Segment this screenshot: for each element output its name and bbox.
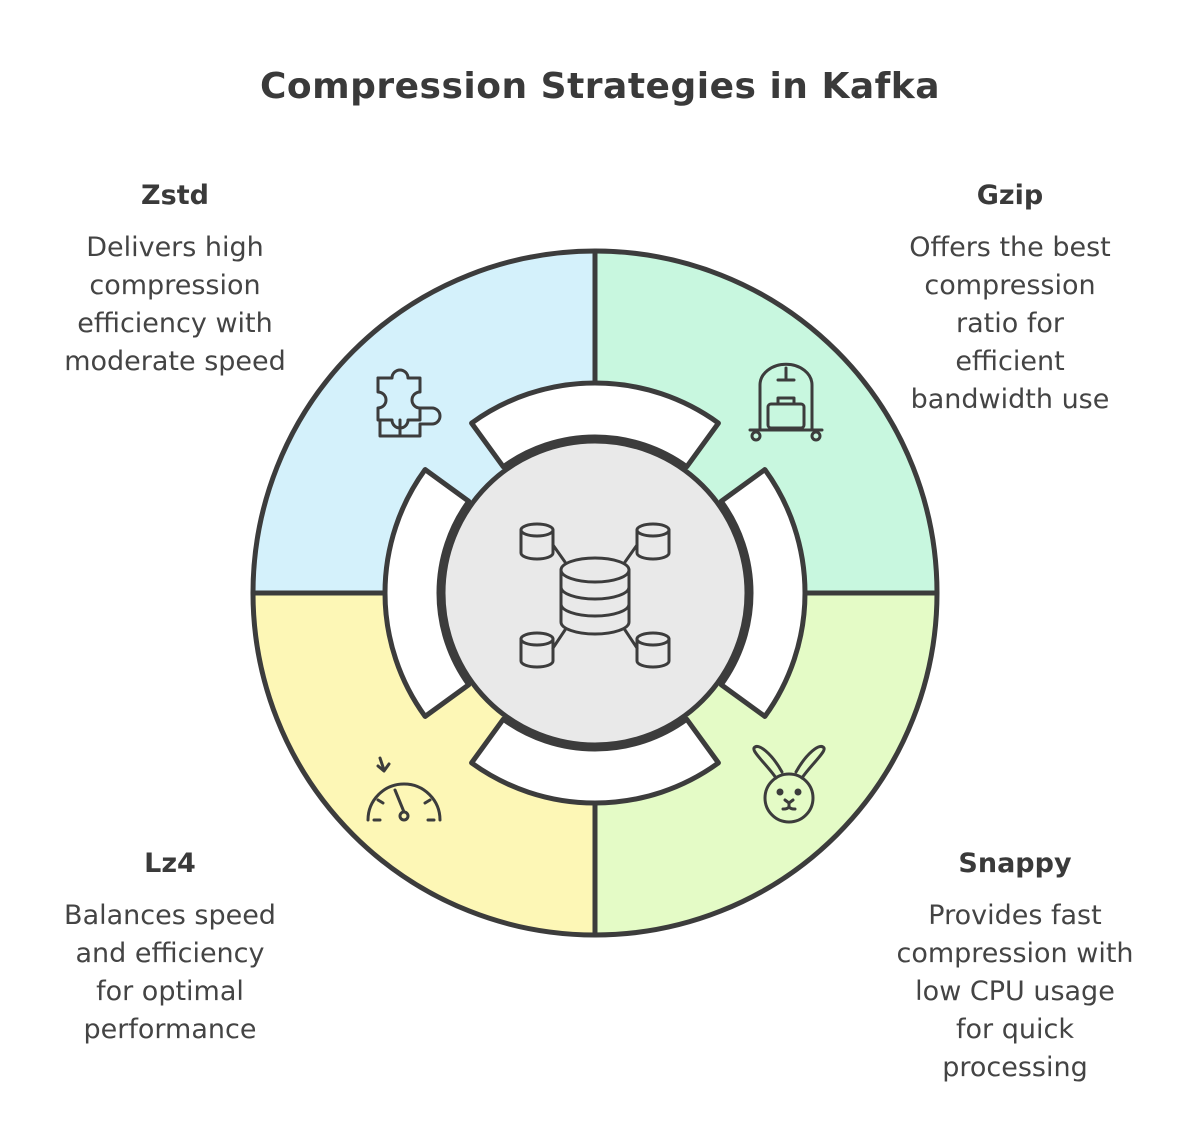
snappy-desc-line: processing <box>942 1052 1088 1083</box>
lz4-desc-line: for optimal <box>96 976 244 1007</box>
bracket-bottom <box>469 716 721 806</box>
label-lz4-title: Lz4 <box>144 848 196 879</box>
zstd-desc-line: efficiency with <box>77 308 273 339</box>
gzip-desc-line: bandwidth use <box>910 384 1110 415</box>
label-zstd-description: Delivers high compression efficiency wit… <box>40 229 310 381</box>
snappy-desc-line: compression with <box>896 938 1134 969</box>
bracket-right <box>718 467 808 719</box>
bracket-top <box>469 380 721 470</box>
snappy-desc-line: for quick <box>956 1014 1074 1045</box>
label-zstd: Zstd Delivers high compression efficienc… <box>40 180 310 381</box>
center-hub <box>440 438 750 748</box>
gzip-desc-line: ratio for <box>956 308 1064 339</box>
label-snappy-title: Snappy <box>958 848 1072 879</box>
zstd-desc-line: compression <box>89 270 261 301</box>
gzip-desc-line: compression <box>924 270 1096 301</box>
zstd-desc-line: moderate speed <box>64 346 286 377</box>
rabbit-icon <box>752 745 826 824</box>
label-lz4: Lz4 Balances speed and efficiency for op… <box>35 848 305 1049</box>
label-lz4-description: Balances speed and efficiency for optima… <box>35 897 305 1049</box>
snappy-desc-line: Provides fast <box>928 900 1102 931</box>
zstd-desc-line: Delivers high <box>86 232 264 263</box>
snappy-desc-line: low CPU usage <box>915 976 1115 1007</box>
gzip-desc-line: efficient <box>955 346 1065 377</box>
label-gzip: Gzip Offers the best compression ratio f… <box>870 180 1150 419</box>
label-gzip-title: Gzip <box>976 180 1044 211</box>
puzzle-piece-icon <box>376 368 442 438</box>
label-gzip-description: Offers the best compression ratio for ef… <box>870 229 1150 419</box>
lz4-desc-line: performance <box>83 1014 257 1045</box>
database-network-icon <box>519 522 671 669</box>
lz4-desc-line: and efficiency <box>75 938 265 969</box>
label-zstd-title: Zstd <box>141 180 209 211</box>
lz4-desc-line: Balances speed <box>64 900 276 931</box>
diagram-title: Compression Strategies in Kafka <box>259 66 941 107</box>
luggage-cart-icon <box>748 362 824 442</box>
label-snappy: Snappy Provides fast compression with lo… <box>870 848 1160 1087</box>
speedometer-icon <box>366 756 442 822</box>
label-snappy-description: Provides fast compression with low CPU u… <box>870 897 1160 1087</box>
gzip-desc-line: Offers the best <box>909 232 1111 263</box>
bracket-left <box>382 467 472 719</box>
